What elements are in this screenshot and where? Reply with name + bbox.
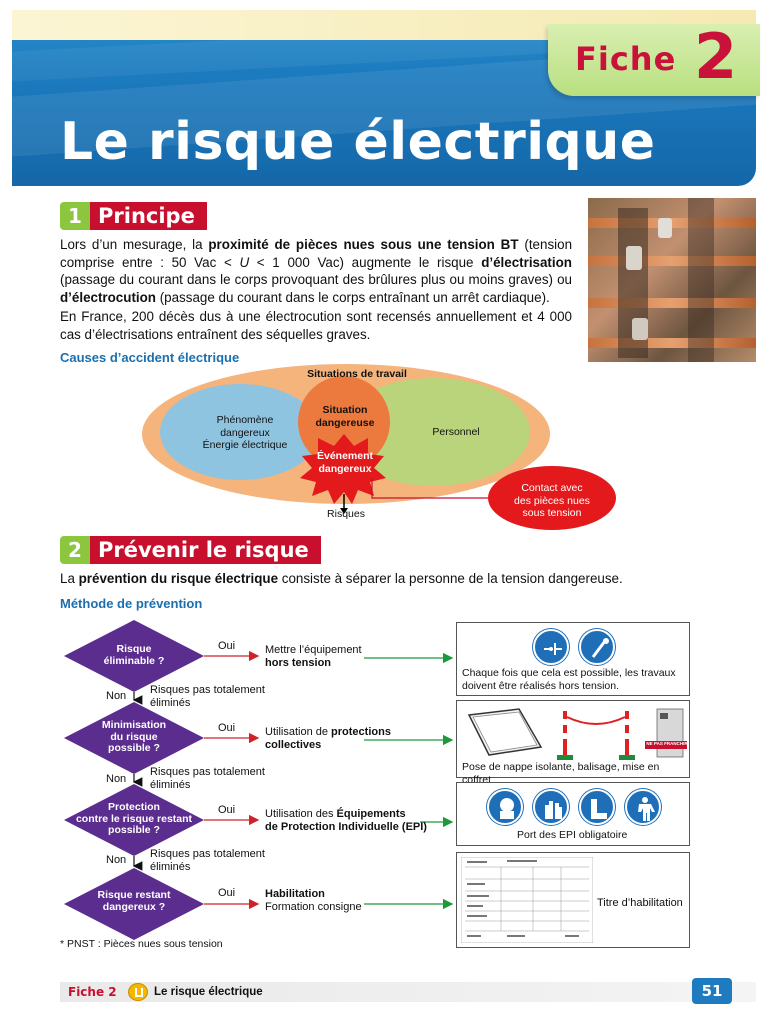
non-label-3: Non xyxy=(106,854,127,866)
ne-pas-franchir-sign: NE PAS FRANCHIR xyxy=(646,741,688,746)
busbar-photo xyxy=(588,198,756,362)
fiche-number: 2 xyxy=(694,20,738,93)
method-subtitle: Méthode de prévention xyxy=(60,596,203,611)
box-habilitation: Titre d’habilitation xyxy=(456,852,690,948)
footer-title: Le risque électrique xyxy=(154,986,263,998)
prevention-flowchart xyxy=(64,620,454,940)
fiche-word: Fiche xyxy=(575,40,677,78)
box-epi: Port des EPI obligatoire xyxy=(456,782,690,846)
risques-label: Risques xyxy=(327,508,365,520)
section-1-header: 1 Principe xyxy=(60,202,207,230)
section-1-title: Principe xyxy=(90,202,207,230)
oui-label-4: Oui xyxy=(218,887,236,899)
face-shield-icon xyxy=(487,789,523,825)
gloves-icon xyxy=(533,789,569,825)
collective-protection-illustration xyxy=(467,708,687,760)
personnel-label: Personnel xyxy=(432,426,480,438)
box-4-caption: Titre d’habilitation xyxy=(597,897,683,909)
footer-bar xyxy=(60,982,756,1002)
situations-label: Situations de travail xyxy=(307,368,407,380)
page-title: Le risque électrique xyxy=(60,112,656,172)
box-hors-tension: Chaque fois que cela est possible, les t… xyxy=(456,622,690,696)
non-label-1: Non xyxy=(106,690,127,702)
pnst-footnote: * PNST : Pièces nues sous tension xyxy=(60,938,223,950)
protective-suit-icon xyxy=(625,789,661,825)
causes-subtitle: Causes d’accident électrique xyxy=(60,350,240,365)
page-number: 51 xyxy=(692,978,732,1004)
oui-label-1: Oui xyxy=(218,640,236,652)
habilitation-document-thumbnail xyxy=(461,857,593,943)
oui-label-2: Oui xyxy=(218,722,236,734)
footer-fiche-icon xyxy=(128,983,148,1001)
causes-diagram xyxy=(142,364,616,530)
fiche-tab xyxy=(548,24,760,96)
disconnect-sign-icon xyxy=(533,629,569,665)
section-2-title: Prévenir le risque xyxy=(90,536,321,564)
section-2-header: 2 Prévenir le risque xyxy=(60,536,321,564)
principe-paragraph-1: Lors d’un mesurage, la proximité de pièc… xyxy=(60,237,573,305)
lockout-sign-icon xyxy=(579,629,615,665)
box-protections-collectives: NE PAS FRANCHIR Pose de nappe isolante, … xyxy=(456,700,690,786)
non-label-2: Non xyxy=(106,773,127,785)
footer-fiche-label: Fiche 2 xyxy=(68,985,117,999)
prevenir-intro: La prévention du risque électrique consi… xyxy=(60,571,623,586)
safety-boots-icon xyxy=(579,789,615,825)
principe-paragraph-2: En France, 200 décès dus à une électrocu… xyxy=(60,309,572,342)
box-3-caption: Port des EPI obligatoire xyxy=(517,829,628,841)
section-2-number: 2 xyxy=(60,536,90,564)
box-1-caption: Chaque fois que cela est possible, les t… xyxy=(462,667,676,692)
section-1-number: 1 xyxy=(60,202,90,230)
oui-label-3: Oui xyxy=(218,804,236,816)
